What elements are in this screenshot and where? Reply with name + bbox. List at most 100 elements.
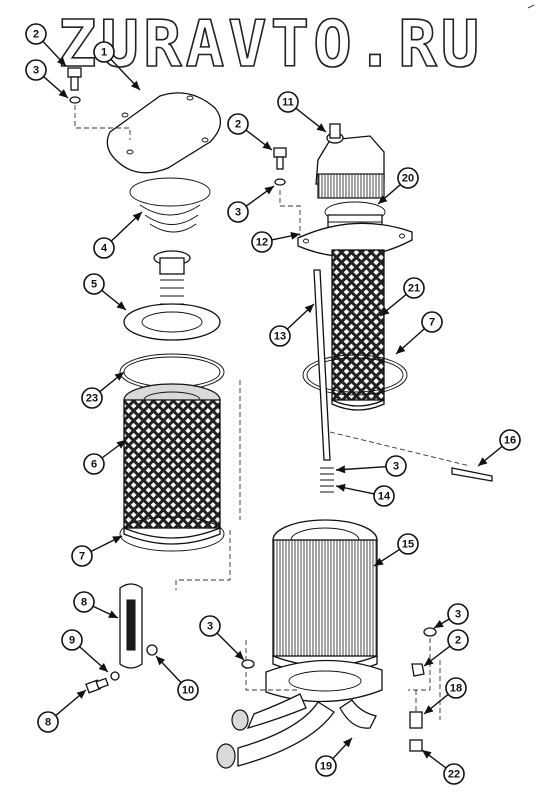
callout-22: 22: [443, 763, 465, 785]
callout-circle: [443, 763, 465, 785]
callout-number: 22: [448, 769, 460, 781]
callout-3a: 3: [25, 59, 47, 81]
callout-circle: [73, 591, 95, 613]
filter-mesh-cylinder: [123, 399, 221, 529]
leader-arrowhead: [424, 705, 434, 714]
callout-3b: 3: [227, 201, 249, 223]
callout-number: 3: [455, 609, 461, 621]
callout-circle: [81, 387, 103, 409]
leader-arrowhead: [112, 536, 122, 544]
callout-number: 19: [320, 761, 332, 773]
callout-8a: 8: [73, 591, 95, 613]
callout-number: 8: [45, 717, 51, 729]
callout-8b: 8: [37, 711, 59, 733]
bolt: [67, 67, 82, 78]
rod-spring: [320, 467, 334, 493]
callout-circle: [397, 167, 419, 189]
fitting: [409, 711, 423, 729]
callout-number: 8: [81, 597, 87, 609]
spring: [139, 204, 201, 233]
callout-12: 12: [251, 231, 273, 253]
callout-2a: 2: [25, 23, 47, 45]
callout-number: 21: [408, 283, 420, 295]
leader-arrowhead: [156, 656, 166, 666]
callout-circle: [277, 91, 299, 113]
leader-lines: [42, 40, 503, 769]
outlet-pipe: [246, 693, 307, 730]
watermark-text: ZURAVTO.RU: [58, 8, 483, 82]
leader-arrowhead: [316, 123, 326, 132]
leader-arrowhead: [336, 483, 346, 492]
callout-19: 19: [315, 755, 337, 777]
callout-number: 18: [450, 683, 462, 695]
leader-arrowhead: [336, 465, 346, 474]
callout-20: 20: [397, 167, 419, 189]
callout-circle: [373, 485, 395, 507]
valve-spring: [160, 279, 184, 313]
tank-gasket: [302, 354, 408, 396]
left-filter-assembly: [67, 67, 241, 694]
callout-circle: [251, 231, 273, 253]
washer: [241, 659, 255, 669]
spring-ring-top: [129, 177, 211, 207]
washer: [69, 96, 81, 104]
callout-number: 14: [378, 491, 391, 503]
callout-number: 2: [455, 635, 461, 647]
callout-number: 4: [101, 243, 108, 255]
callout-6: 6: [83, 453, 105, 475]
callout-labels: 2314523678910823112012211371631415332181…: [25, 23, 521, 785]
callout-number: 3: [33, 65, 39, 77]
callout-number: 9: [69, 635, 75, 647]
callout-14: 14: [373, 485, 395, 507]
callout-circle: [37, 711, 59, 733]
callout-circle: [93, 41, 115, 63]
strainer-mesh: [331, 249, 385, 401]
leader-arrowhead: [396, 345, 406, 354]
callout-circle: [83, 453, 105, 475]
callout-2c: 2: [447, 629, 469, 651]
leader-arrowhead: [342, 738, 352, 748]
callout-9: 9: [61, 629, 83, 651]
callout-circle: [61, 629, 83, 651]
leader-arrowhead: [422, 750, 432, 759]
callout-number: 20: [402, 173, 414, 185]
leader-arrowhead: [116, 301, 126, 310]
callout-23: 23: [81, 387, 103, 409]
callout-circle: [403, 277, 425, 299]
corner-mark: [527, 4, 535, 9]
leader-arrowhead: [374, 557, 384, 566]
leader-arrowhead: [98, 663, 108, 672]
callout-number: 7: [429, 317, 435, 329]
plug: [409, 739, 423, 752]
callout-circle: [315, 755, 337, 777]
callout-number: 1: [101, 47, 107, 59]
leader-arrowhead: [424, 657, 434, 666]
leader-arrowhead: [108, 610, 118, 618]
callout-11: 11: [277, 91, 299, 113]
callout-1: 1: [93, 41, 115, 63]
callout-3d: 3: [199, 615, 221, 637]
callout-10: 10: [177, 679, 199, 701]
leader-arrowhead: [304, 304, 314, 314]
callout-15: 15: [397, 533, 419, 555]
callout-number: 11: [282, 97, 294, 109]
seat-plate: [123, 303, 221, 341]
callout-circle: [269, 325, 291, 347]
callout-circle: [83, 273, 105, 295]
callout-circle: [499, 429, 521, 451]
callout-number: 16: [504, 435, 516, 447]
callout-number: 2: [33, 29, 39, 41]
callout-circle: [385, 455, 407, 477]
callout-number: 6: [91, 459, 97, 471]
callout-circle: [227, 113, 249, 135]
callout-2b: 2: [227, 113, 249, 135]
callout-circle: [447, 629, 469, 651]
callout-circle: [447, 603, 469, 625]
callout-3c: 3: [385, 455, 407, 477]
callout-number: 3: [235, 207, 241, 219]
retaining-pin: [451, 467, 493, 482]
callout-circle: [177, 679, 199, 701]
callout-21: 21: [403, 277, 425, 299]
leader-arrowhead: [290, 231, 300, 240]
